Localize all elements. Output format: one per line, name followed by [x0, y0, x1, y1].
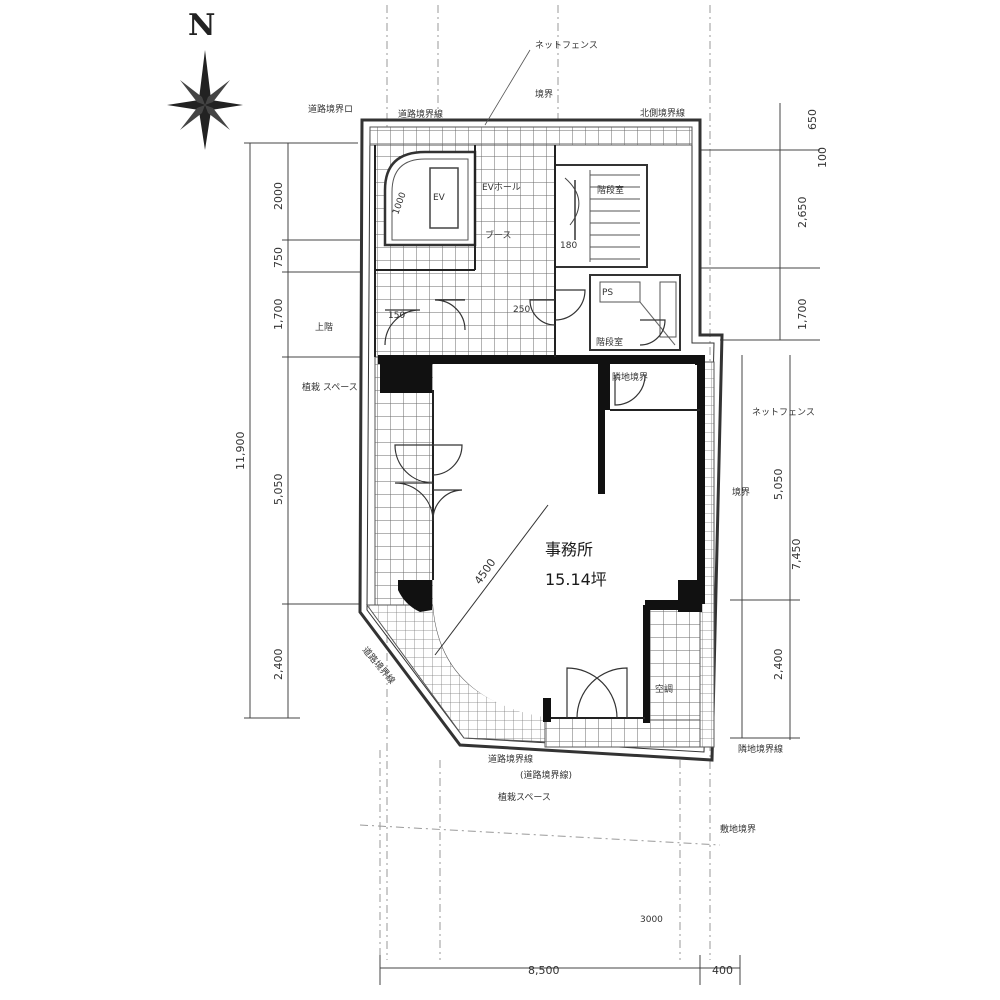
net-fence-top-leader — [484, 49, 531, 126]
office-area: 15.14坪 — [545, 570, 607, 589]
dim-bottom-small: 3000 — [640, 915, 663, 925]
bottom-right-note: 敷地境界 — [720, 823, 756, 835]
d150-label: 150 — [388, 311, 405, 321]
annotations: ネットフェンス 境界 道路境界ロ 道路境界線 北側境界線 上階 植栽 スペース … — [302, 40, 815, 835]
upper-floor-label: 上階 — [315, 322, 333, 333]
net-fence-top: ネットフェンス — [535, 40, 598, 51]
road-bottom-paren: (道路境界線) — [520, 769, 572, 781]
dim-left-0: 2000 — [272, 182, 285, 210]
diagonal-dimension-line — [434, 504, 549, 656]
dim-left-1: 750 — [272, 247, 285, 268]
ev-label: EV — [433, 193, 446, 203]
office-room — [433, 362, 700, 718]
dim-right-top-1: 100 — [816, 147, 829, 168]
dim-bottom-right: 400 — [712, 964, 733, 977]
north-right-label: 北側境界線 — [640, 107, 685, 119]
dim-right-mid: 5,050 — [772, 469, 785, 501]
left-dimension-lines — [244, 142, 360, 719]
d180-label: 180 — [560, 241, 577, 251]
left-note-label: 植栽 スペース — [302, 381, 358, 393]
dim-left-2: 1,700 — [272, 299, 285, 331]
walls — [378, 355, 705, 723]
net-fence-right: ネットフェンス — [752, 407, 815, 418]
dim-right-total: 7,450 — [790, 539, 803, 571]
boundary-top: 境界 — [535, 88, 553, 100]
ac-note-label: 空調 — [655, 683, 673, 695]
ps-label: PS — [602, 288, 613, 298]
road-left-label: 道路境界線 — [360, 644, 398, 686]
dim-right-top-2: 2,650 — [796, 197, 809, 229]
dim-bottom: 8,500 — [528, 964, 560, 977]
north-line-label: 道路境界線 — [398, 108, 443, 120]
booth-label: ブース — [485, 229, 512, 241]
elevator — [383, 150, 477, 247]
room-labels: 事務所 15.14坪 EV 1000 EVホール ブース 180 150 250… — [388, 182, 624, 589]
doors — [384, 289, 666, 719]
right-dimension-lines — [700, 103, 820, 740]
stair-top-label: 階段室 — [597, 184, 624, 196]
d250-label: 250 — [513, 305, 530, 315]
bottom-note-label: 植栽スペース — [498, 791, 551, 803]
dimension-labels: 11,900 2000 750 1,700 5,050 2,400 650 10… — [234, 109, 829, 977]
guide-lines — [359, 5, 721, 960]
road-bottom-label: 道路境界線 — [488, 753, 533, 765]
dim-left-total: 11,900 — [234, 432, 247, 471]
ev-hall-label: EVホール — [482, 182, 521, 193]
dim-right-top-0: 650 — [806, 109, 819, 130]
north-corner-label: 道路境界ロ — [308, 103, 353, 115]
bottom-dimension-lines — [379, 955, 741, 985]
thin-walls — [374, 145, 700, 719]
dim-left-3: 5,050 — [272, 474, 285, 506]
right-bottom-note: 隣地境界線 — [738, 743, 783, 755]
compass-rose-icon — [167, 50, 243, 150]
office-name: 事務所 — [545, 540, 593, 559]
north-label: N — [188, 8, 215, 43]
dim-right-bottom: 2,400 — [772, 649, 785, 681]
right-note-label: 隣地境界 — [612, 371, 648, 383]
stair-room — [554, 164, 648, 268]
stair-bottom-label: 階段室 — [596, 336, 623, 348]
service-rooms — [589, 274, 681, 351]
dim-right-top-3: 1,700 — [796, 299, 809, 331]
north-arrow: N — [167, 8, 243, 150]
dim-left-4: 2,400 — [272, 649, 285, 681]
boundary-right: 境界 — [732, 486, 750, 498]
